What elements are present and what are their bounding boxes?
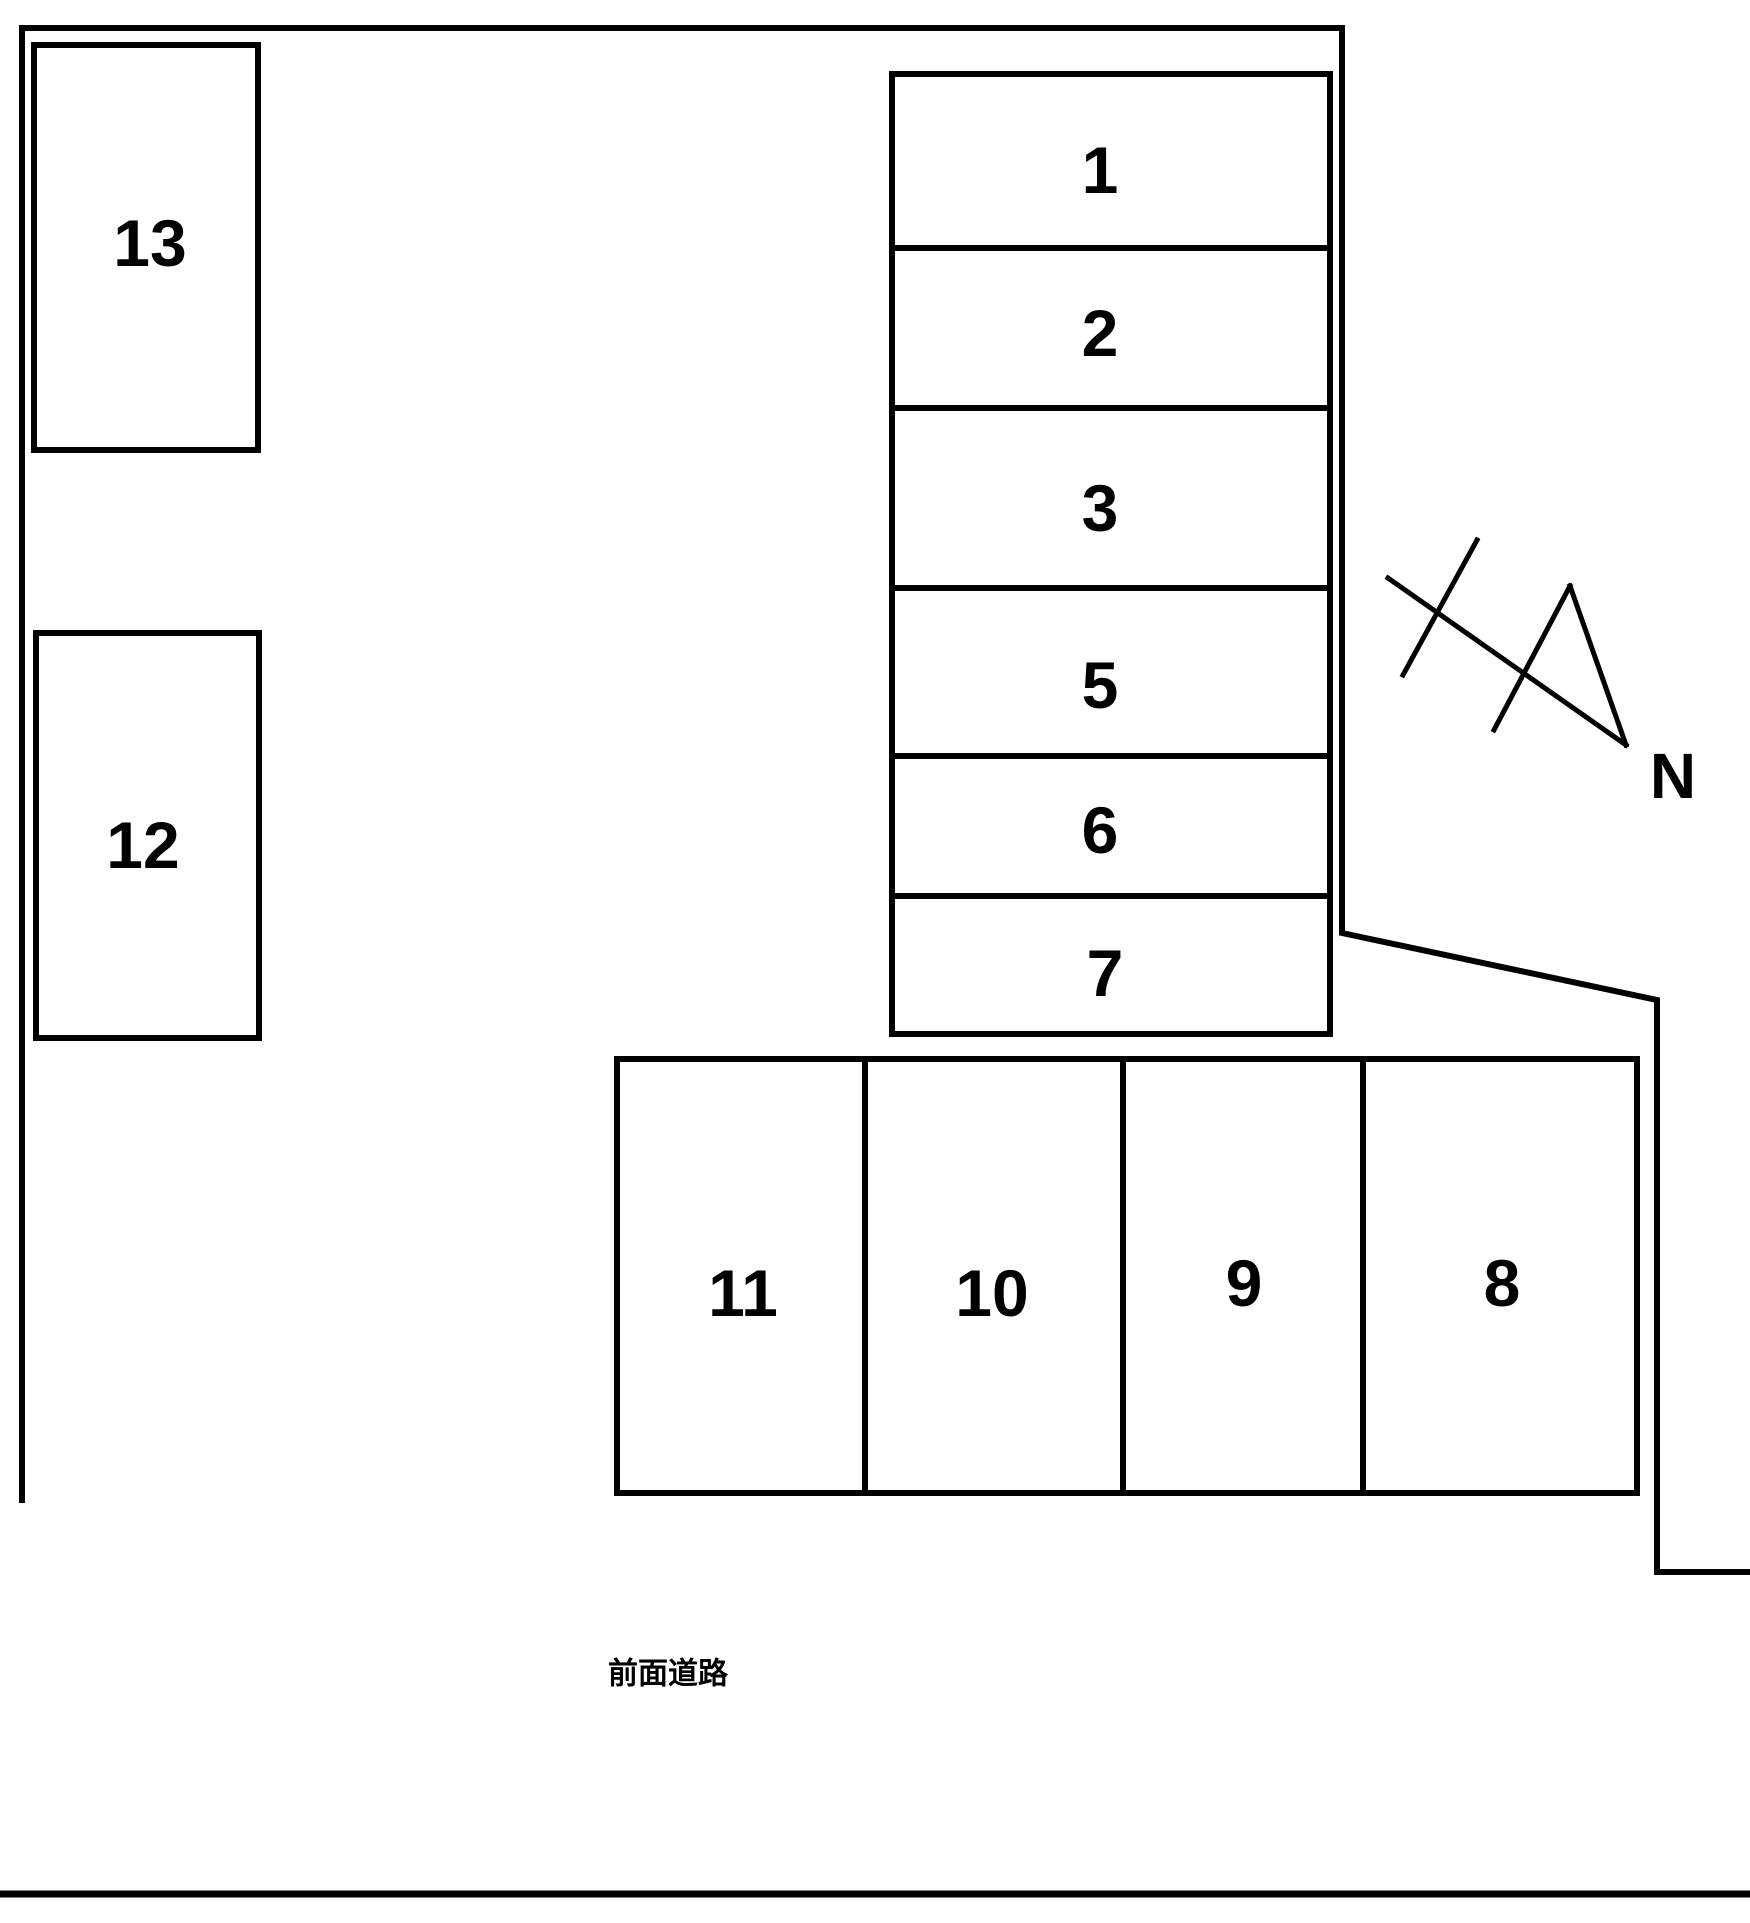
- parking-slot-2: 2: [1082, 296, 1119, 370]
- parking-slot-10: 10: [955, 1256, 1028, 1330]
- parking-slot-3: 3: [1082, 471, 1119, 545]
- front-road-label: 前面道路: [608, 1657, 729, 1692]
- parking-slot-5: 5: [1082, 648, 1119, 722]
- parking-slot-6: 6: [1082, 793, 1119, 867]
- parking-slot-8: 8: [1484, 1246, 1521, 1320]
- parking-slot-9: 9: [1226, 1246, 1263, 1320]
- parking-row-8-to-11: [614, 1056, 1640, 1496]
- north-arrow-icon: [1384, 536, 1630, 749]
- parking-slot-12: 12: [33, 630, 262, 1041]
- parking-slot-11: 11: [708, 1256, 778, 1330]
- parking-slot-1: 1: [1082, 133, 1119, 207]
- parking-column-1-to-7: [889, 71, 1333, 1037]
- slot-number: 13: [113, 206, 186, 280]
- site-boundary-left-top: [19, 25, 1750, 1575]
- parking-slot-13: 13: [31, 42, 261, 453]
- parking-slot-7: 7: [1087, 936, 1124, 1010]
- slot-number: 12: [106, 808, 179, 882]
- north-label: N: [1650, 740, 1696, 812]
